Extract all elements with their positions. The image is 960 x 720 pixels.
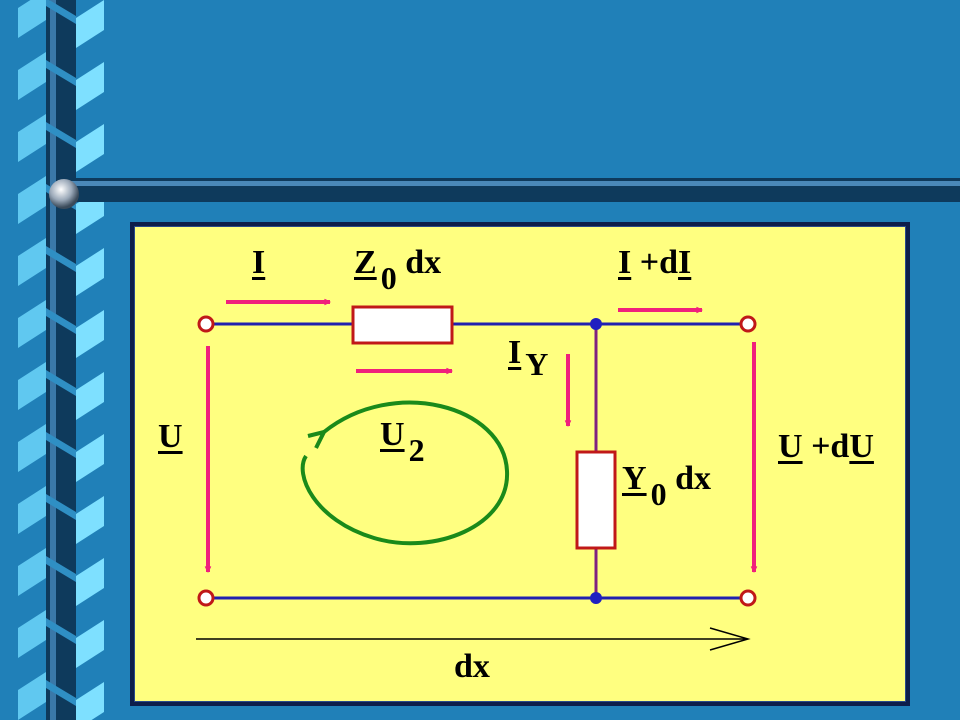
- voltage-out-label: U +dU: [778, 430, 874, 464]
- decorative-ribbon: [18, 0, 104, 720]
- ribbon-bands: [18, 0, 104, 720]
- ribbon-band-right: [76, 434, 104, 482]
- ribbon-band-right: [76, 62, 104, 110]
- voltage-out-end: U: [849, 428, 874, 465]
- ribbon-band-mid: [46, 0, 76, 24]
- node-top: [590, 318, 602, 330]
- ribbon-band-left: [18, 610, 46, 658]
- impedance-subscript: 0: [380, 260, 397, 296]
- impedance-symbol: Z: [354, 244, 377, 281]
- current-out-mid: +d: [639, 244, 679, 281]
- ribbon-band-mid: [46, 370, 76, 396]
- ribbon-band-mid: [46, 432, 76, 458]
- voltage-in-symbol: U: [158, 418, 183, 455]
- voltage-drop-symbol: U: [380, 416, 405, 453]
- ribbon-band-left: [18, 548, 46, 596]
- terminal-bottom-right: [739, 589, 757, 607]
- ribbon-band-mid: [46, 246, 76, 272]
- voltage-out-symbol: U: [778, 428, 803, 465]
- rail-knob: [49, 179, 79, 209]
- ribbon-band-right: [76, 248, 104, 296]
- ribbon-band-left: [18, 672, 46, 720]
- ribbon-band-mid: [46, 122, 76, 148]
- length-arrowhead: [709, 627, 751, 651]
- length-text: dx: [454, 648, 490, 685]
- ribbon-band-right: [76, 310, 104, 358]
- ribbon-band-left: [18, 238, 46, 286]
- ribbon-band-right: [76, 496, 104, 544]
- ribbon-band-left: [18, 176, 46, 224]
- current-out-end: I: [678, 244, 692, 281]
- circuit-diagram: [196, 226, 906, 651]
- impedance-suffix: dx: [405, 244, 442, 281]
- admittance-subscript: 0: [650, 476, 667, 512]
- ribbon-band-left: [18, 114, 46, 162]
- ribbon-band-right: [76, 682, 104, 720]
- terminal-top-right: [739, 315, 757, 333]
- node-bottom: [590, 592, 602, 604]
- terminal-bottom-left: [197, 589, 215, 607]
- rail-highlight: [60, 181, 960, 186]
- branch-current-subscript: Y: [525, 346, 549, 382]
- admittance-symbol: Y: [622, 460, 647, 497]
- shunt-admittance: [575, 450, 617, 550]
- ribbon-band-mid: [46, 618, 76, 644]
- ribbon-band-mid: [46, 308, 76, 334]
- voltage-in-label: U: [158, 420, 183, 454]
- title-bar-rail: [60, 178, 960, 202]
- ribbon-band-mid: [46, 494, 76, 520]
- ribbon-band-right: [76, 0, 104, 48]
- admittance-suffix: dx: [675, 460, 711, 497]
- terminal-top-left: [197, 315, 215, 333]
- voltage-loop-arrowhead: [307, 429, 328, 449]
- ribbon-band-left: [18, 52, 46, 100]
- voltage-loop-arrow: [300, 400, 510, 546]
- ribbon-band-mid: [46, 60, 76, 86]
- current-in-label: I: [252, 246, 265, 280]
- ribbon-band-right: [76, 372, 104, 420]
- current-in-symbol: I: [252, 244, 266, 281]
- ribbon-band-left: [18, 300, 46, 348]
- ribbon-band-right: [76, 124, 104, 172]
- ribbon-band-right: [76, 620, 104, 668]
- current-out-symbol: I: [618, 244, 632, 281]
- ribbon-band-left: [18, 424, 46, 472]
- length-label: dx: [454, 650, 490, 684]
- ribbon-band-left: [18, 0, 46, 38]
- voltage-out-mid: +d: [811, 428, 850, 465]
- series-impedance: [351, 305, 454, 345]
- voltage-drop-subscript: 2: [408, 432, 425, 468]
- current-out-label: I +dI: [618, 246, 691, 280]
- ribbon-band-left: [18, 362, 46, 410]
- ribbon-band-mid: [46, 680, 76, 706]
- ribbon-band-left: [18, 486, 46, 534]
- ribbon-band-mid: [46, 556, 76, 582]
- ribbon-band-right: [76, 558, 104, 606]
- branch-current-symbol: I: [508, 334, 522, 371]
- ribbon-pole-highlight: [50, 0, 56, 720]
